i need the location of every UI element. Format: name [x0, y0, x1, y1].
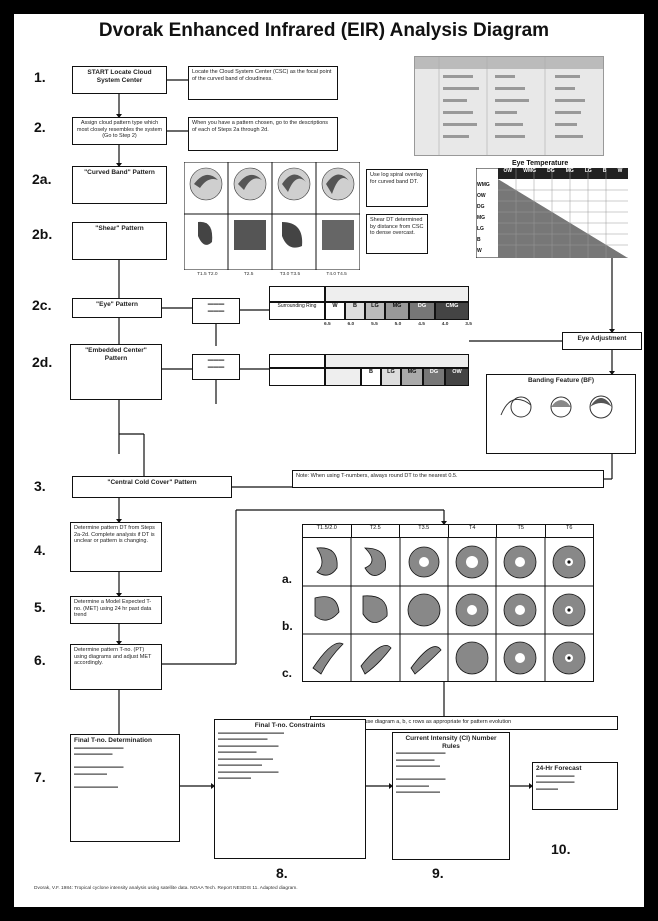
shear-box: "Shear" Pattern	[72, 222, 167, 260]
final-t-box: Final T-no. Determination ▬▬▬▬▬▬▬▬▬▬▬▬▬▬…	[70, 734, 180, 842]
step-2: 2.	[34, 119, 46, 135]
step-2b: 2b.	[32, 226, 53, 242]
bottom-note: T-no. determination: use diagram a, b, c…	[310, 716, 618, 730]
step-6: 6.	[34, 652, 46, 668]
start-note-box: Locate the Cloud System Center (CSC) as …	[188, 66, 338, 100]
eye-adjustment-box: Eye Adjustment	[562, 332, 642, 350]
step-2c: 2c.	[32, 297, 52, 313]
cdo-table: B LG MG DG OW	[269, 354, 469, 386]
ci-rules-box: Current Intensity (CI) Number Rules ▬▬▬▬…	[392, 732, 510, 860]
image-ticks: T1.5 T2.0 T2.5 T3.0 T3.5 T4.0 T4.5	[197, 272, 347, 277]
embedded-center-box: "Embedded Center" Pattern	[70, 344, 162, 400]
row-a-label: a.	[282, 572, 293, 586]
pattern-assign-box: Assign cloud pattern type which most clo…	[72, 117, 167, 145]
pattern-grid-header: T1.5/2.0 T2.5 T3.5 T4 T5 T6	[303, 525, 593, 538]
step4-box: Determine pattern DT from Steps 2a-2d. C…	[70, 522, 162, 572]
pattern-grid: T1.5/2.0 T2.5 T3.5 T4 T5 T6	[302, 524, 594, 682]
intensity-table	[414, 56, 604, 156]
row-b-label: b.	[282, 619, 293, 633]
step-10: 10.	[551, 841, 571, 857]
step-5: 5.	[34, 599, 46, 615]
eye-table-row-label: Surrounding Ring	[269, 302, 325, 320]
diagram-sheet: Dvorak Enhanced Infrared (EIR) Analysis …	[14, 14, 644, 907]
pattern-grid-svg	[303, 538, 593, 682]
cdo-decision-box: ▬▬▬▬▬▬	[192, 354, 240, 380]
eye-temp-svg	[475, 167, 629, 259]
eye-pattern-box: "Eye" Pattern	[72, 298, 162, 318]
step-1: 1.	[34, 69, 46, 85]
banding-feature-svg	[500, 395, 613, 418]
curved-band-box: "Curved Band" Pattern	[72, 166, 167, 204]
shear-note: Shear DT determined by distance from CSC…	[366, 214, 428, 254]
step-3: 3.	[34, 478, 46, 494]
step-2d: 2d.	[32, 354, 53, 370]
eye-table: Surrounding Ring W B LG MG DG CMG	[269, 286, 469, 320]
eye-decision-box: ▬▬▬▬▬▬	[192, 298, 240, 324]
pattern-image-svg	[183, 161, 361, 271]
pattern-assign-note: When you have a pattern chosen, go to th…	[188, 117, 338, 151]
page-title: Dvorak Enhanced Infrared (EIR) Analysis …	[98, 20, 550, 41]
curved-band-note: Use log spiral overlay for curved band D…	[366, 169, 428, 207]
final-constraints-box: Final T-no. Constraints ▬▬▬▬▬▬▬▬▬▬▬▬▬▬▬▬…	[214, 719, 366, 859]
forecast-box: 24-Hr Forecast ▬▬▬▬▬▬▬▬▬▬▬▬▬▬▬▬▬▬	[532, 762, 618, 810]
row-c-label: c.	[282, 666, 293, 680]
step-8: 8.	[276, 865, 288, 881]
pattern-image-grid	[183, 161, 361, 271]
footer-citation: Dvorak, V.F. 1984: Tropical cyclone inte…	[34, 886, 298, 891]
step6-box: Determine pattern T-no. (PT) using diagr…	[70, 644, 162, 690]
central-cold-cover-box: "Central Cold Cover" Pattern	[72, 476, 232, 498]
step-2a: 2a.	[32, 171, 52, 187]
eye-temperature-matrix	[475, 167, 629, 259]
step5-box: Determine a Model Expected T-no. (MET) u…	[70, 596, 162, 624]
eye-temperature-title: Eye Temperature	[512, 160, 569, 167]
banding-feature-box: Banding Feature (BF)	[486, 374, 636, 454]
intensity-table-lines	[415, 57, 603, 155]
step3-note: Note: When using T-numbers, always round…	[292, 470, 604, 488]
step-7: 7.	[34, 769, 46, 785]
step-4: 4.	[34, 542, 46, 558]
step-9: 9.	[432, 865, 444, 881]
start-box: START Locate Cloud System Center	[72, 66, 167, 94]
